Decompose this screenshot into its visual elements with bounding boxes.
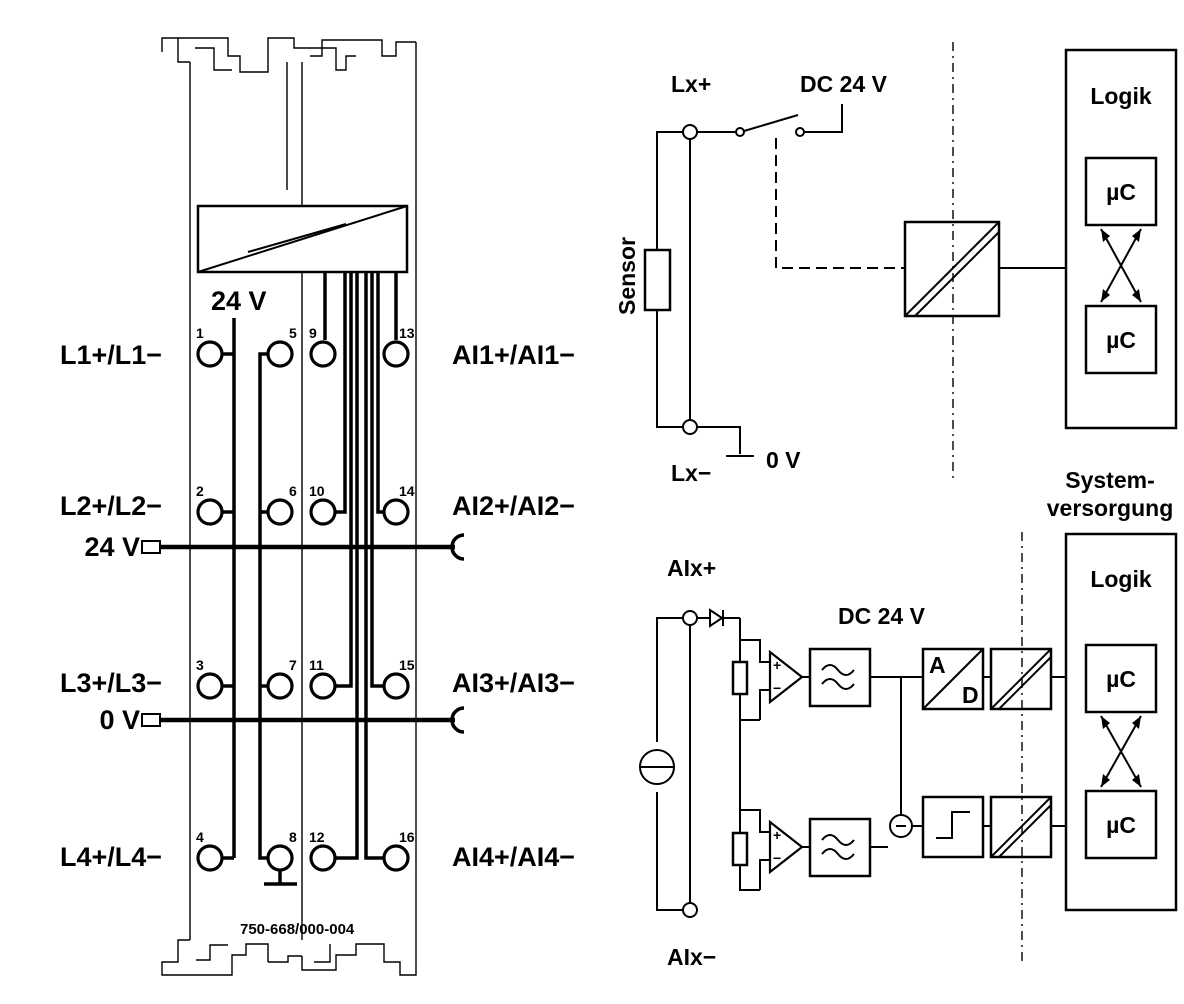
filter	[808, 647, 872, 708]
pin-number: 9	[309, 325, 317, 341]
terminal-5	[266, 340, 294, 368]
uc-box	[1084, 156, 1158, 227]
terminal-9	[309, 340, 337, 368]
pin-number: 2	[196, 483, 204, 499]
label-lx-plus: Lx+	[671, 71, 711, 97]
opamp-plus: +	[773, 657, 781, 673]
pin-number: 12	[309, 829, 325, 845]
uc-box	[1084, 643, 1158, 714]
pin-number: 11	[309, 657, 324, 673]
uc-label: µC	[1106, 327, 1136, 353]
opamp-plus: +	[773, 827, 781, 843]
pin-number: 3	[196, 657, 204, 673]
part-number: 750-668/000-004	[240, 921, 355, 938]
label-l4: L4+/L4−	[60, 842, 162, 872]
analog-input-circuit: AIx+ AIx− DC 24 V + −	[639, 532, 1178, 970]
pin-number: 16	[399, 829, 415, 845]
pin-number: 14	[399, 483, 415, 499]
uc-label: µC	[1106, 179, 1136, 205]
label-lx-minus: Lx−	[671, 460, 711, 486]
uc-box	[1084, 304, 1158, 375]
module-wiring	[141, 272, 465, 886]
terminal-3	[196, 672, 224, 700]
label-ai4: AI4+/AI4−	[452, 842, 575, 872]
label-ai2: AI2+/AI2−	[452, 491, 575, 521]
label-dc24v-bottom: DC 24 V	[838, 603, 926, 629]
pin-number: 4	[196, 829, 204, 845]
terminal-1	[196, 340, 224, 368]
pin-number: 7	[289, 657, 297, 673]
label-logik-bottom: Logik	[1090, 566, 1152, 592]
label-logik-top: Logik	[1090, 83, 1152, 109]
logic-block-bottom	[1064, 532, 1178, 912]
uc-box	[1084, 789, 1158, 860]
terminal-block	[196, 340, 410, 872]
terminal-14	[382, 498, 410, 526]
terminal-6	[266, 498, 294, 526]
pin-number: 8	[289, 829, 297, 845]
opamp	[768, 649, 804, 705]
uc-label: µC	[1106, 666, 1136, 692]
sensor-supply-circuit: Lx+ DC 24 V Lx− 0 V Sensor Logik	[614, 42, 1178, 486]
pin-number: 13	[399, 325, 415, 341]
label-sensor: Sensor	[614, 237, 640, 315]
terminal-13	[382, 340, 410, 368]
dcdc-converter	[196, 204, 409, 274]
label-system-1: System-	[1065, 467, 1154, 493]
system-supply-label: System- versorgung	[1047, 467, 1174, 521]
opamp	[768, 819, 804, 875]
label-aix-plus: AIx+	[667, 555, 716, 581]
adc-a: A	[929, 652, 946, 678]
terminal-2	[196, 498, 224, 526]
label-rail-0v: 0 V	[99, 705, 140, 735]
label-l3: L3+/L3−	[60, 668, 162, 698]
terminal-10	[309, 498, 337, 526]
opamp-minus: −	[773, 850, 781, 866]
terminal-7	[266, 672, 294, 700]
terminal-11	[309, 672, 337, 700]
adc-d: D	[962, 682, 979, 708]
label-0v: 0 V	[766, 447, 801, 473]
terminal-4	[196, 844, 224, 872]
label-dc24v-top: DC 24 V	[800, 71, 888, 97]
label-aix-minus: AIx−	[667, 944, 716, 970]
terminal-numbers: 1 2 3 4 5 6 7 8 9 10 11 12 13 14 15 16	[196, 325, 415, 845]
channel-labels: L1+/L1− L2+/L2− L3+/L3− L4+/L4− 24 V 0 V…	[60, 340, 575, 938]
label-l2: L2+/L2−	[60, 491, 162, 521]
terminal-8	[266, 844, 294, 872]
opamp-minus: −	[773, 680, 781, 696]
pin-number: 10	[309, 483, 325, 499]
terminal-16	[382, 844, 410, 872]
uc-label: µC	[1106, 812, 1136, 838]
pin-number: 5	[289, 325, 297, 341]
terminal-15	[382, 672, 410, 700]
label-ai3: AI3+/AI3−	[452, 668, 575, 698]
label-system-2: versorgung	[1047, 495, 1174, 521]
sensor-resistor	[643, 248, 672, 312]
label-ai1: AI1+/AI1−	[452, 340, 575, 370]
terminal-12	[309, 844, 337, 872]
filter	[808, 817, 872, 878]
supply-label: 24 V	[211, 286, 267, 316]
label-rail-24v: 24 V	[84, 532, 140, 562]
pin-number: 6	[289, 483, 297, 499]
pin-number: 15	[399, 657, 415, 673]
pin-number: 1	[196, 325, 204, 341]
label-l1: L1+/L1−	[60, 340, 162, 370]
